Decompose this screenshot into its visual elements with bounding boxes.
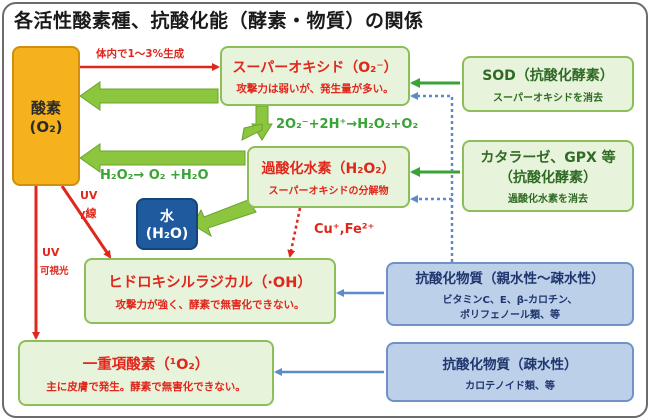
oxygen-formula: (O₂) (29, 117, 63, 136)
label-reaction-decomposition: H₂O₂→ O₂ +H₂O (100, 168, 209, 183)
superoxide-desc: 攻撃力は弱いが、発生量が多い。 (236, 82, 394, 95)
arrow-superoxide-to-peroxide-bend (241, 123, 263, 141)
oxygen-box: 酸素 (O₂) (12, 46, 80, 186)
label-body-generation: 体内で1～3%生成 (96, 48, 185, 60)
antiox-broad-title: 抗酸化物質（親水性〜疎水性） (415, 271, 605, 287)
sod-title: SOD（抗酸化酵素） (482, 67, 614, 84)
antiox-broad-desc2: ポリフェノール類、等 (460, 310, 560, 321)
antioxidant-broad-box: 抗酸化物質（親水性〜疎水性） ビタミンC、E、β-カロチン、 ポリフェノール類、… (386, 262, 634, 326)
water-box: 水 (H₂O) (136, 198, 198, 250)
peroxide-box: 過酸化水素（H₂O₂） スーパーオキシドの分解物 (247, 146, 410, 208)
hydroxyl-box: ヒドロキシルラジカル（·OH） 攻撃力が強く、酵素で無害化できない。 (84, 258, 336, 324)
catalase-box: カタラーゼ、GPX 等 （抗酸化酵素） 過酸化水素を消去 (462, 140, 634, 212)
superoxide-title: スーパーオキシド（O₂⁻） (232, 59, 398, 76)
label-metal-ions: Cu⁺,Fe²⁺ (314, 222, 375, 237)
singlet-oxygen-box: 一重項酸素（¹O₂） 主に皮膚で発生。酵素で無害化できない。 (18, 340, 274, 406)
peroxide-title: 過酸化水素（H₂O₂） (261, 160, 396, 177)
arrow-peroxide-to-oxygen (79, 143, 246, 173)
antioxidant-hydrophobic-box: 抗酸化物質（疎水性） カロテノイド類、等 (386, 342, 634, 402)
hydroxyl-desc: 攻撃力が強く、酵素で無害化できない。 (115, 298, 305, 311)
arrow-peroxide-to-water (192, 199, 257, 238)
singlet-desc: 主に皮膚で発生。酵素で無害化できない。 (46, 380, 246, 393)
label-uv-1: UV (80, 189, 98, 202)
singlet-title: 一重項酸素（¹O₂） (82, 356, 210, 373)
catalase-desc: 過酸化水素を消去 (508, 194, 588, 205)
catalase-title: カタラーゼ、GPX 等 (480, 150, 616, 166)
hydroxyl-title: ヒドロキシルラジカル（·OH） (108, 274, 312, 291)
sod-desc: スーパーオキシドを消去 (493, 92, 603, 104)
antiox-broad-desc1: ビタミンC、E、β-カロチン、 (442, 295, 578, 306)
arrow-superoxide-to-oxygen (79, 81, 219, 111)
arrow-oxygen-to-hydroxyl (60, 185, 112, 259)
diagram-title: 各活性酸素種、抗酸化能（酵素・物質）の関係 (14, 10, 424, 32)
label-gamma-ray: γ線 (78, 207, 97, 220)
label-visible-light: 可視光 (40, 266, 69, 277)
sod-box: SOD（抗酸化酵素） スーパーオキシドを消去 (462, 56, 634, 112)
peroxide-desc: スーパーオキシドの分解物 (268, 185, 389, 197)
label-uv-2: UV (42, 246, 60, 259)
arrow-antiox-to-superoxide (410, 92, 454, 262)
water-label: 水 (160, 209, 174, 225)
water-formula: (H₂O) (145, 226, 189, 242)
label-reaction-dismutation: 2O₂⁻+2H⁺→H₂O₂+O₂ (276, 117, 419, 132)
arrow-peroxide-to-hydroxyl (287, 207, 302, 258)
antiox-hydro-title: 抗酸化物質（疎水性） (442, 356, 578, 373)
superoxide-box: スーパーオキシド（O₂⁻） 攻撃力は弱いが、発生量が多い。 (220, 46, 410, 106)
arrow-superoxide-to-peroxide (251, 105, 273, 141)
catalase-subtitle: （抗酸化酵素） (499, 170, 597, 186)
oxygen-label: 酸素 (30, 98, 61, 117)
antiox-hydro-desc: カロテノイド類、等 (465, 380, 555, 392)
